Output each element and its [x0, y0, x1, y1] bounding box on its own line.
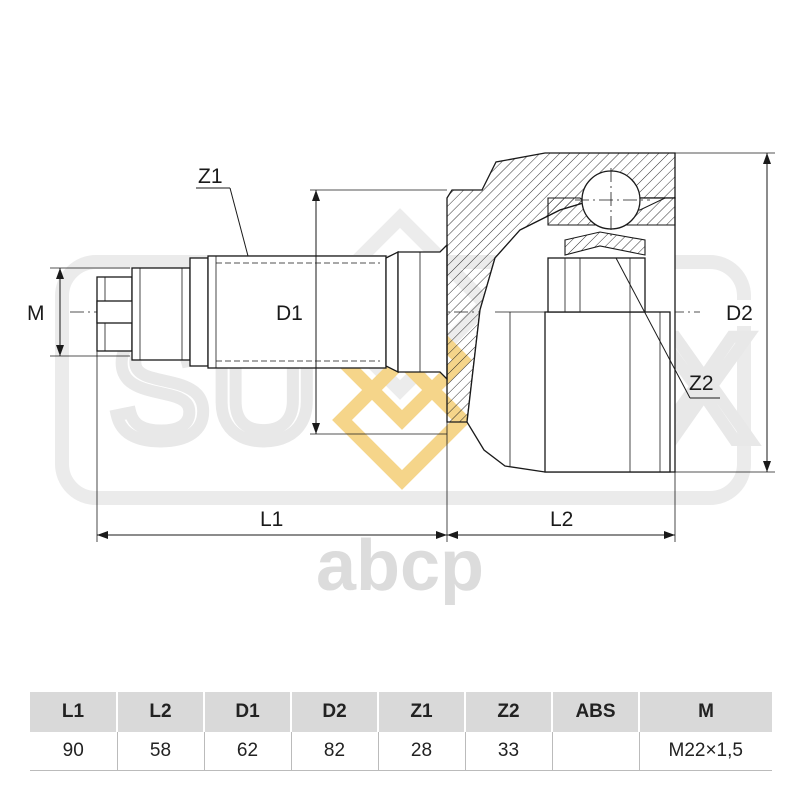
value-d1: 62: [204, 732, 292, 771]
cv-joint-drawing: SU FIX abcp: [27, 152, 775, 606]
label-d2: D2: [726, 302, 753, 325]
label-l2: L2: [550, 508, 573, 531]
value-l2: 58: [117, 732, 205, 771]
header-l2: L2: [117, 692, 205, 732]
threaded-stub: [96, 267, 191, 361]
header-m: M: [639, 692, 772, 732]
label-z1: Z1: [198, 165, 223, 188]
spline-shaft: [189, 243, 448, 381]
header-d2: D2: [291, 692, 379, 732]
value-z2: 33: [465, 732, 553, 771]
spec-table: L1 L2 D1 D2 Z1 Z2 ABS M 90 58 62 82 28 3…: [30, 692, 772, 771]
spec-value-row: 90 58 62 82 28 33 M22×1,5: [30, 732, 772, 771]
dimension-lines: [50, 152, 775, 542]
watermark-site: abcp: [316, 526, 484, 606]
inner-race: [547, 168, 676, 313]
spec-header-row: L1 L2 D1 D2 Z1 Z2 ABS M: [30, 692, 772, 732]
value-l1: 90: [30, 732, 118, 771]
header-d1: D1: [204, 692, 292, 732]
value-m: M22×1,5: [639, 732, 772, 771]
header-z2: Z2: [465, 692, 553, 732]
header-abs: ABS: [552, 692, 640, 732]
value-abs: [552, 732, 640, 771]
value-d2: 82: [291, 732, 379, 771]
label-l1: L1: [260, 508, 283, 531]
label-z2: Z2: [689, 372, 714, 395]
value-z1: 28: [378, 732, 466, 771]
header-z1: Z1: [378, 692, 466, 732]
label-d1: D1: [276, 302, 303, 325]
label-m: M: [27, 302, 45, 325]
leader-lines: [196, 187, 720, 399]
header-l1: L1: [30, 692, 118, 732]
